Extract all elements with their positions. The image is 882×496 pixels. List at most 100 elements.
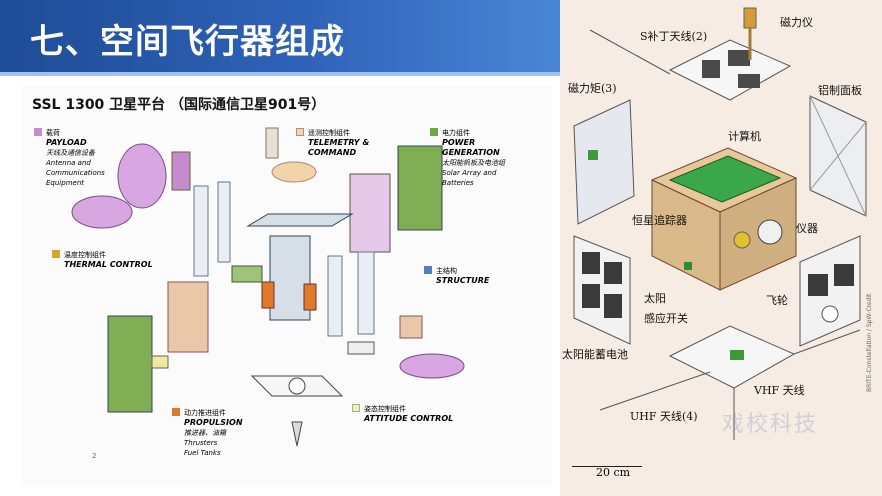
telemetry-swatch [296,128,304,136]
propulsion-cn: 动力推进组件 [184,409,226,417]
payload-en: PAYLOAD [46,138,87,147]
equipment-panel-right [349,173,391,253]
telemetry-en2: COMMAND [308,148,357,157]
payload-reflector-1 [117,143,167,209]
propulsion-sub2: Thrusters [184,439,218,447]
attitude-cn: 姿态控制组件 [364,405,406,413]
solar-cell-l2 [604,262,622,284]
power-sub2: Solar Array and [442,169,497,177]
label-sun-sensor-2: 感应开关 [644,312,688,325]
payload-sub1: 天线及通信设备 [46,149,95,157]
page-number: 2 [92,452,97,460]
computer-board [668,155,782,203]
uhf-antenna-1 [599,371,711,411]
telemetry-cn: 遥测控制组件 [308,129,350,137]
solar-cell-l1 [582,252,600,274]
thermal-panel [167,281,209,353]
payload-sub4: Equipment [46,179,84,187]
watermark: 戏校科技 [722,412,819,437]
solar-panel-upper [397,145,443,231]
payload-cn: 载荷 [46,129,60,137]
payload-reflector-2 [71,195,133,229]
thermal-swatch [52,250,60,258]
label-solar-battery: 太阳能蓄电池 [562,348,628,361]
solar-cell-r2 [834,264,854,286]
legend-propulsion: 动力推进组件 PROPULSION 推进器、油箱 Thrusters Fuel … [172,408,243,458]
legend-structure: 主结构 STRUCTURE [424,266,489,286]
label-sun-sensor-1: 太阳 [644,292,666,305]
bottom-board [730,350,744,360]
legend-power: 电力组件 POWER GENERATION 太阳能帆板及电池组 Solar Ar… [430,128,505,188]
structure-cn: 主结构 [436,267,457,275]
label-s-antenna: S补丁天线(2) [640,30,708,43]
payload-sub3: Communications [46,169,105,177]
s-antenna-rod [589,29,671,75]
thermal-cn: 温度控制组件 [64,251,106,259]
small-box-1 [399,315,423,339]
title-banner: 七、空间飞行器组成 [0,0,560,76]
solar-panel-right [799,235,861,347]
legend-attitude: 姿态控制组件 ATTITUDE CONTROL [352,404,453,424]
label-magnetometer: 磁力仪 [780,16,813,29]
legend-telemetry: 遥测控制组件 TELEMETRY & COMMAND [296,128,369,158]
payload-sub2: Antenna and [46,159,91,167]
radiator-panel-left [193,185,209,277]
legend-payload: 载荷 PAYLOAD 天线及通信设备 Antenna and Communica… [34,128,105,188]
exploded-satellite-illustration [71,127,465,447]
attitude-swatch [352,404,360,412]
top-solar-cell-1 [702,60,720,78]
propulsion-sub3: Fuel Tanks [184,449,221,457]
label-uhf-antenna: UHF 天线(4) [630,410,698,423]
label-aluminum-panel: 铝制面板 [818,84,862,97]
power-cn: 电力组件 [442,129,470,137]
structure-en: STRUCTURE [436,276,490,285]
radiator-panel-right-2 [357,251,375,335]
sun-sensor [684,262,692,270]
power-swatch [430,128,438,136]
fuel-tank-2 [303,283,317,311]
vhf-antenna [793,329,861,355]
label-flywheel: 飞轮 [766,294,788,307]
payload-swatch [34,128,42,136]
fuel-tank-1 [261,281,275,309]
label-vhf-antenna: VHF 天线 [754,384,805,397]
propulsion-swatch [172,408,180,416]
payload-reflector-3 [399,353,465,379]
scale-bar [572,466,642,467]
base-ring [288,377,306,395]
battery-pack [231,265,263,283]
cubesat-exploded-illustration [573,7,867,440]
slide-title: 七、空间飞行器组成 [30,22,345,62]
radiator-panel-right [327,255,343,337]
ssl1300-diagram-panel: SSL 1300 卫星平台 （国际通信卫星901号） 载荷 PAYLOAD 天线… [22,86,552,486]
power-en2: GENERATION [442,148,500,157]
thruster-nozzle [291,421,303,447]
aluminum-panel-diag-2 [809,121,867,191]
magnetorquer-chip [588,150,598,160]
top-solar-cell-3 [738,74,760,88]
electronics-box [347,341,375,355]
top-deck [246,213,354,227]
top-solar-cell-2 [728,50,750,66]
instrument-housing [757,219,783,245]
diagram-title: SSL 1300 卫星平台 （国际通信卫星901号） [32,97,326,113]
structure-swatch [424,266,432,274]
label-instrument: 仪器 [796,222,818,235]
magnetorquer-panel [573,99,635,225]
propulsion-sub1: 推进器、油箱 [184,429,226,437]
instrument-lens [733,231,751,249]
image-credit: BRITE-Constellation / SpW-Credit [866,293,873,392]
label-computer: 计算机 [728,130,761,143]
power-en1: POWER [442,138,476,147]
scale-label: 20 cm [596,466,631,479]
magnetometer-head [743,7,757,29]
radiator-panel-left-2 [217,181,231,263]
solar-cell-l4 [604,294,622,318]
cubesat-diagram-panel: S补丁天线(2) 磁力仪 磁力矩(3) 铝制面板 计算机 恒星追踪器 仪器 太阳… [560,0,882,496]
attitude-en: ATTITUDE CONTROL [364,414,454,423]
top-panel [668,39,792,101]
telemetry-dish [271,161,317,183]
power-sub1: 太阳能帆板及电池组 [442,159,505,167]
payload-feed [171,151,191,191]
solar-panel-lower [107,315,153,413]
